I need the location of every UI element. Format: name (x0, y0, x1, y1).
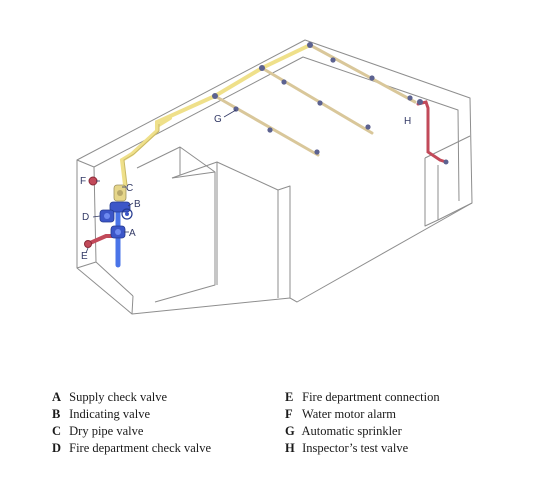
label-f: F (80, 176, 86, 187)
sprinkler-head (267, 127, 273, 133)
legend-item: G Automatic sprinkler (285, 424, 402, 438)
sprinkler-head (307, 42, 313, 48)
label-d: D (82, 212, 89, 223)
sprinkler-head (314, 149, 320, 155)
label-e: E (81, 251, 88, 262)
legend-item: B Indicating valve (52, 407, 150, 421)
test-outlet-icon (443, 159, 449, 165)
inspector-test-valve-icon (417, 99, 423, 105)
fire-department-connection-pipe (88, 234, 116, 245)
sprinkler-head (369, 75, 375, 81)
legend-right-column: E Fire department connection F Water mot… (285, 389, 440, 457)
building-outline (76, 39, 473, 315)
sprinkler-head (407, 95, 413, 101)
sprinkler-head (259, 65, 265, 71)
branch-lines (213, 43, 417, 157)
label-a: A (129, 228, 136, 239)
sprinkler-heads (212, 42, 413, 155)
legend-left-column: A Supply check valve B Indicating valve … (52, 389, 211, 457)
sprinkler-head (281, 79, 287, 85)
legend-item: E Fire department connection (285, 390, 440, 404)
sprinkler-head (317, 100, 323, 106)
yellow-pipe-edge (123, 124, 160, 186)
inspector-test-pipe (416, 100, 448, 164)
valve-assembly (99, 184, 133, 239)
label-b: B (134, 199, 141, 210)
sprinkler-head (330, 57, 336, 63)
fire-department-connection-icon (84, 240, 92, 248)
legend-item: H Inspector’s test valve (285, 441, 409, 455)
legend-item: F Water motor alarm (285, 407, 396, 421)
legend-item: D Fire department check valve (52, 441, 212, 455)
sprinkler-head (212, 93, 218, 99)
label-c: C (126, 183, 133, 194)
water-motor-alarm-icon (88, 176, 98, 186)
sprinkler-system-diagram: F C B D A E G H (76, 39, 473, 315)
label-g: G (214, 114, 222, 125)
legend-item: C Dry pipe valve (52, 424, 144, 438)
callout-leaders (85, 109, 237, 254)
sprinkler-head (365, 124, 371, 130)
legend-item: A Supply check valve (52, 390, 168, 404)
label-h: H (404, 116, 411, 127)
